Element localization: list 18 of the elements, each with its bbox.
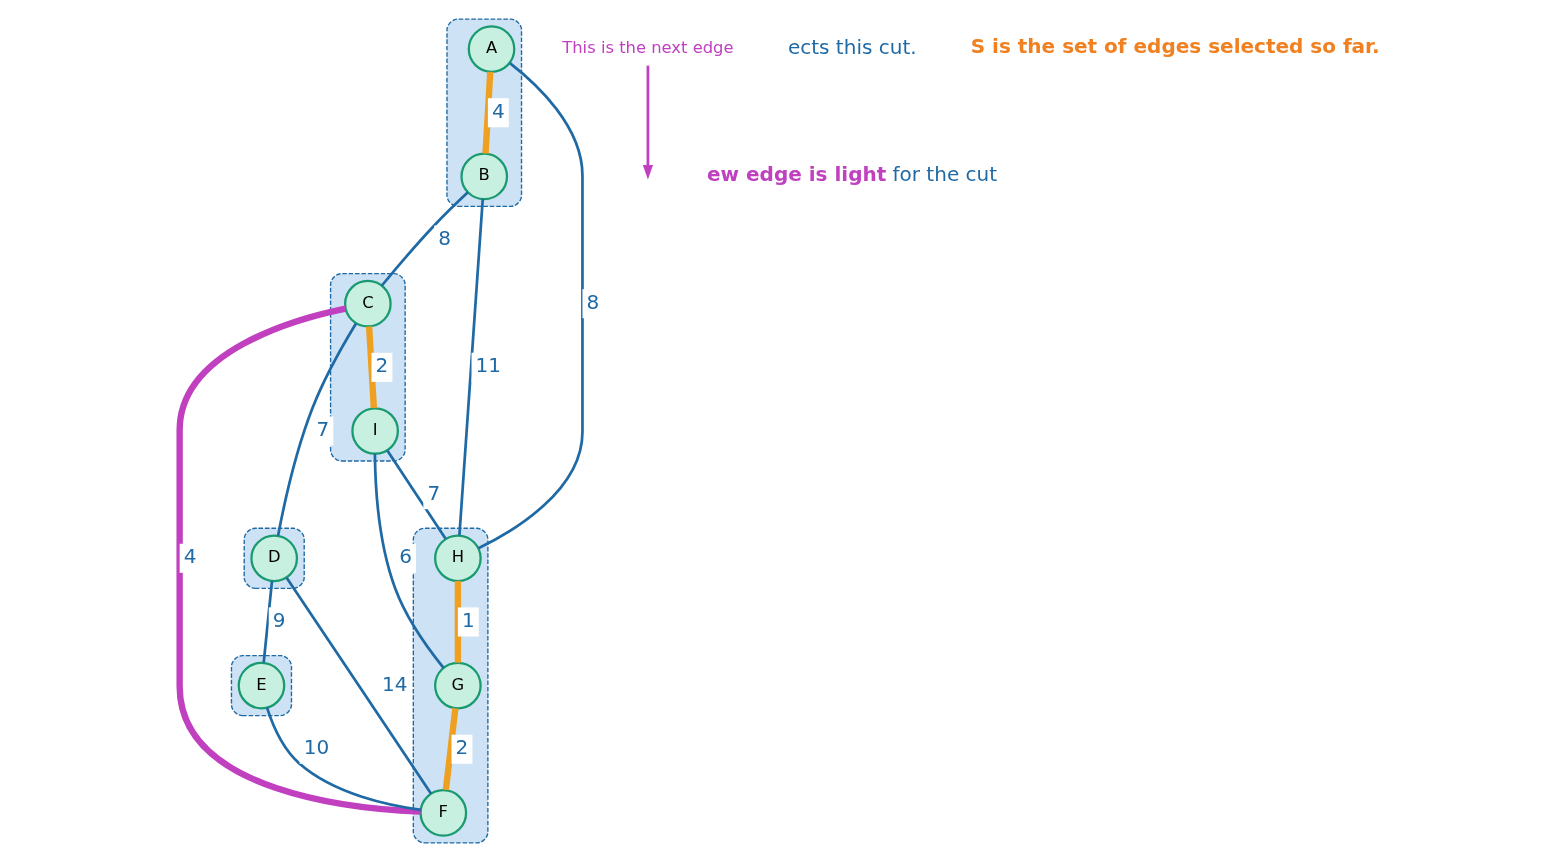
edge-label: 9 <box>272 608 286 633</box>
edge-label: 14 <box>381 671 407 696</box>
edge-label: 11 <box>475 353 501 378</box>
edge-label: 6 <box>398 544 412 569</box>
node-text: This is the next edge <box>561 38 734 58</box>
edge-label: 7 <box>426 480 440 505</box>
edge-label: 8 <box>437 226 451 251</box>
edge-label: 4 <box>183 544 196 569</box>
edge-label: 2 <box>375 353 388 378</box>
label: S is the set of edges selected so far. <box>970 34 1380 59</box>
edge-label: 2 <box>455 735 468 760</box>
edge-label: 10 <box>303 735 329 760</box>
label: ects this cut. <box>787 35 917 60</box>
edge-label: 7 <box>315 417 329 442</box>
edge-label: 1 <box>461 608 475 633</box>
label: ew edge is light for the cut <box>706 161 997 186</box>
edge-label: 8 <box>586 289 599 314</box>
edge-label: 4 <box>491 98 505 123</box>
